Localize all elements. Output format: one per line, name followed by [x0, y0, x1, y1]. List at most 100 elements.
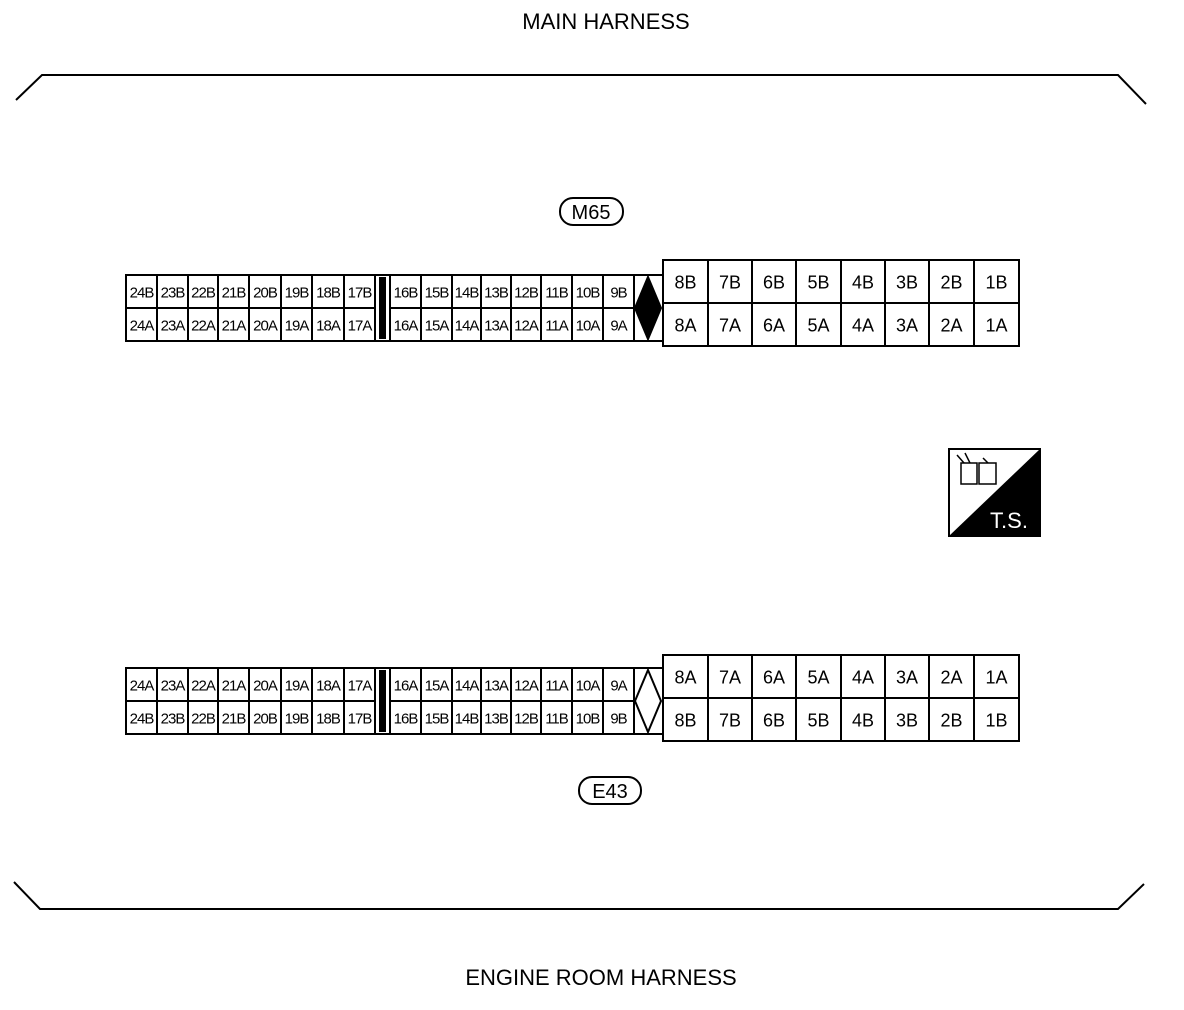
terminal-label-large: 5A	[807, 316, 829, 336]
terminal-cell	[280, 700, 313, 735]
terminal-cell	[156, 667, 189, 702]
terminal-label: 24B	[130, 711, 155, 728]
terminal-cell	[510, 274, 542, 309]
terminal-label-large: 1B	[985, 711, 1007, 731]
terminal-cell-large	[751, 654, 797, 699]
terminal-label: 13B	[484, 285, 509, 302]
terminal-label: 24A	[130, 318, 155, 335]
terminal-label-large: 2B	[940, 711, 962, 731]
terminal-label-large: 1B	[985, 273, 1007, 293]
terminal-label: 21B	[222, 711, 247, 728]
terminal-label-large: 2B	[940, 273, 962, 293]
terminal-label: 9B	[610, 711, 627, 728]
terminal-cell-large	[751, 302, 797, 347]
terminal-label: 18A	[316, 318, 341, 335]
terminal-cell-large	[707, 654, 753, 699]
terminal-cell	[602, 307, 635, 342]
terminal-cell	[540, 307, 573, 342]
key-diamond-icon	[633, 667, 663, 735]
terminal-label-large: 7B	[719, 273, 741, 293]
terminal-cell-large	[795, 697, 842, 742]
terminal-cell-large	[973, 259, 1020, 304]
terminal-label: 24A	[130, 678, 155, 695]
connector-badge-e43: E43	[578, 776, 642, 805]
terminal-label: 14A	[455, 678, 480, 695]
terminal-label: 14B	[455, 711, 480, 728]
terminal-label-large: 1A	[985, 668, 1007, 688]
connector-badge-m65: M65	[559, 197, 624, 226]
terminal-cell-large	[662, 654, 709, 699]
main-harness-label: MAIN HARNESS	[522, 9, 689, 34]
terminal-cell	[343, 667, 376, 702]
terminal-cell	[187, 700, 219, 735]
terminal-label-large: 7A	[719, 316, 741, 336]
ts-icon-label: T.S.	[990, 508, 1028, 533]
terminal-label: 18A	[316, 678, 341, 695]
terminal-cell	[343, 700, 376, 735]
terminal-cell-large	[973, 302, 1020, 347]
terminal-cell	[156, 307, 189, 342]
terminal-label: 14A	[455, 318, 480, 335]
terminal-label-large: 6B	[763, 711, 785, 731]
terminal-label: 15B	[425, 285, 450, 302]
terminal-label: 12A	[514, 678, 539, 695]
terminal-label-large: 5B	[807, 273, 829, 293]
terminal-label: 20B	[253, 285, 278, 302]
terminal-label: 10A	[576, 318, 601, 335]
terminal-label: 16B	[394, 711, 419, 728]
engine-room-harness-label: ENGINE ROOM HARNESS	[465, 965, 736, 990]
terminal-label: 23B	[161, 711, 186, 728]
terminal-label: 13B	[484, 711, 509, 728]
terminal-label: 9A	[610, 678, 627, 695]
terminal-label: 12B	[514, 711, 539, 728]
terminal-label: 11B	[545, 285, 569, 302]
terminal-label-large: 6A	[763, 668, 785, 688]
terminal-label-large: 8A	[674, 668, 696, 688]
terminal-label-large: 5A	[807, 668, 829, 688]
terminal-cell-large	[928, 302, 975, 347]
terminal-label: 15A	[425, 678, 450, 695]
terminal-label: 12B	[514, 285, 539, 302]
terminal-label: 20B	[253, 711, 278, 728]
terminal-cell	[389, 274, 422, 309]
terminal-label: 21A	[222, 678, 247, 695]
terminal-label: 11B	[545, 711, 569, 728]
terminal-label: 10B	[576, 711, 601, 728]
terminal-label: 13A	[484, 678, 509, 695]
terminal-label-large: 4B	[852, 273, 874, 293]
connector-id-m65: M65	[572, 202, 611, 224]
connector-plug-icon	[956, 452, 997, 485]
terminal-cell	[389, 700, 422, 735]
terminal-label: 10B	[576, 285, 601, 302]
terminal-label: 20A	[253, 318, 278, 335]
terminal-label-large: 4A	[852, 316, 874, 336]
terminal-cell-large	[751, 697, 797, 742]
terminal-cell	[480, 667, 512, 702]
terminal-label-large: 2A	[940, 316, 962, 336]
terminal-label: 14B	[455, 285, 480, 302]
terminal-label: 11A	[545, 318, 569, 335]
terminal-cell-large	[662, 302, 709, 347]
terminal-label: 16B	[394, 285, 419, 302]
terminal-cell	[451, 307, 482, 342]
terminal-label-large: 3A	[896, 668, 918, 688]
terminal-label: 11A	[545, 678, 569, 695]
frame-bottom-outline	[13, 881, 1145, 910]
terminal-label: 10A	[576, 678, 601, 695]
terminal-label: 9A	[610, 318, 627, 335]
terminal-cell-large	[707, 697, 753, 742]
frame-top-outline	[15, 74, 1147, 105]
terminal-label-large: 4B	[852, 711, 874, 731]
terminal-label: 18B	[316, 711, 341, 728]
terminal-label-large: 7A	[719, 668, 741, 688]
terminal-cell	[343, 307, 376, 342]
terminal-label: 17B	[348, 285, 373, 302]
terminal-cell	[571, 700, 604, 735]
terminal-label-large: 3B	[896, 711, 918, 731]
terminal-label: 15B	[425, 711, 450, 728]
terminal-cell	[389, 307, 422, 342]
terminal-label-large: 3B	[896, 273, 918, 293]
terminal-label: 15A	[425, 318, 450, 335]
